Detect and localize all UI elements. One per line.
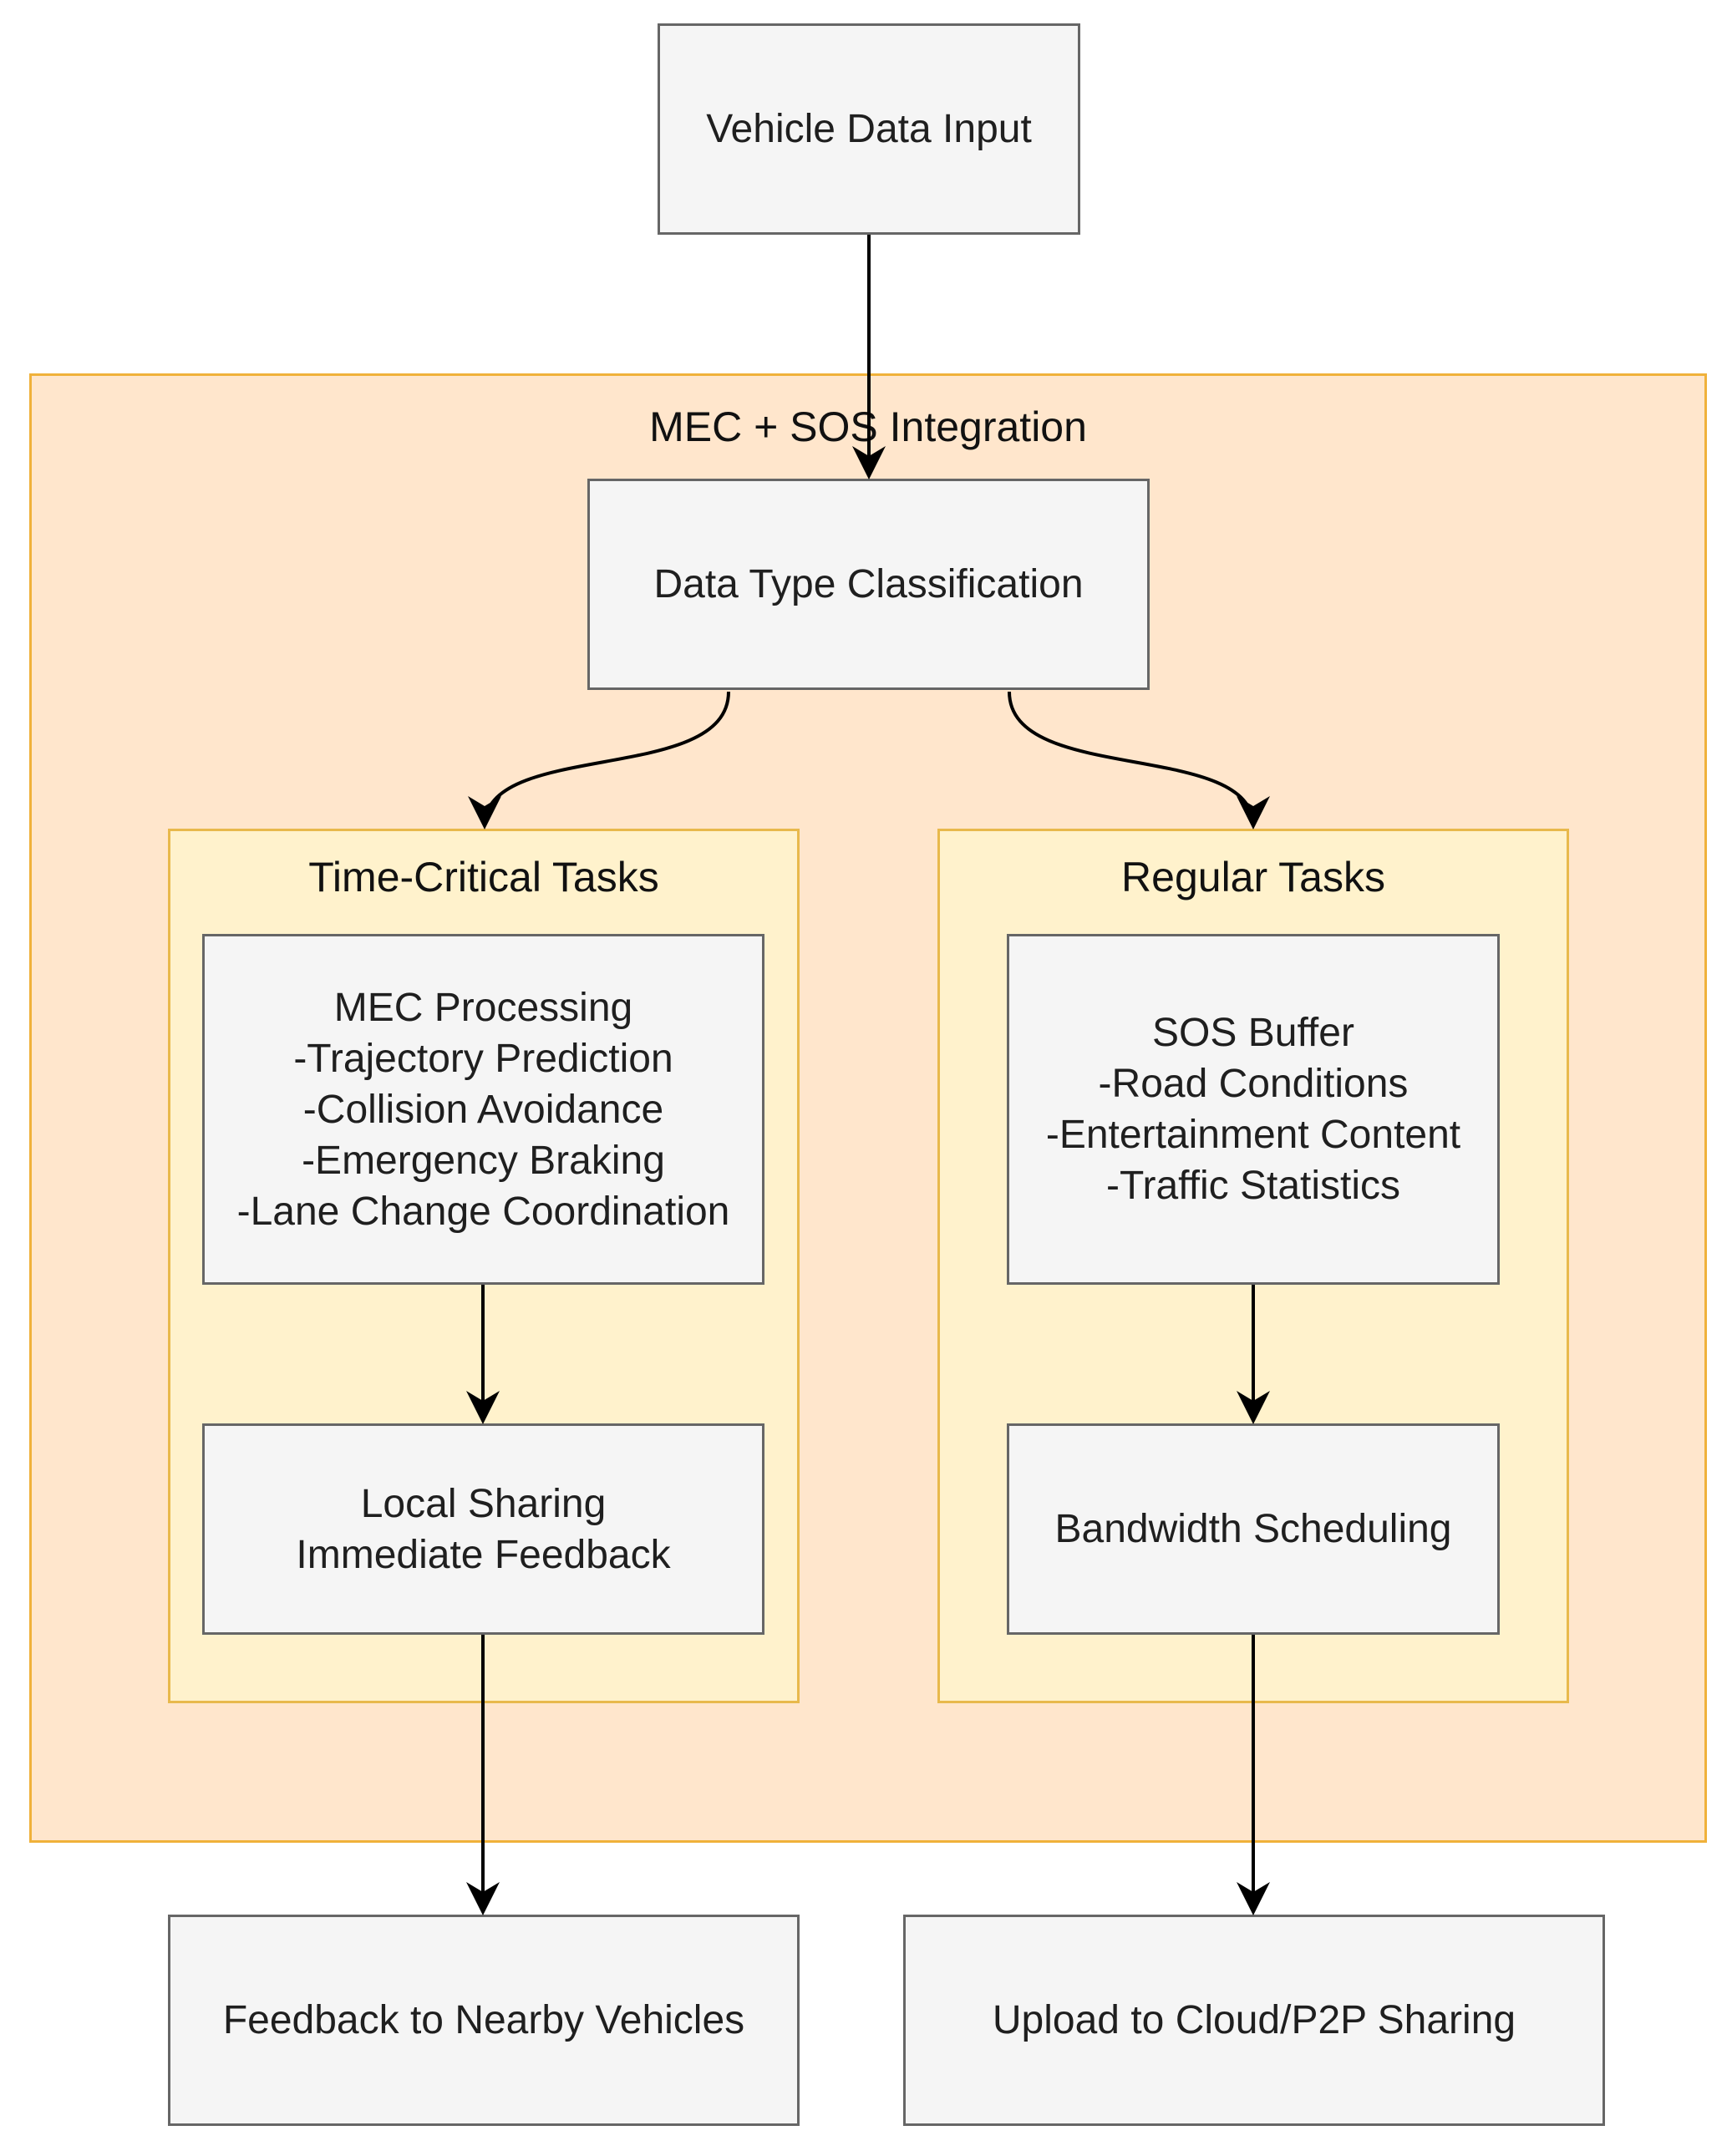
data-type-classification-node: Data Type Classification	[587, 479, 1150, 690]
local-sharing-line: Immediate Feedback	[296, 1532, 671, 1577]
mec-processing-line: -Emergency Braking	[302, 1138, 665, 1183]
mec-processing-text: MEC Processing -Trajectory Prediction -C…	[237, 982, 730, 1237]
mec-processing-line: -Collision Avoidance	[302, 1087, 664, 1132]
sos-buffer-line: -Road Conditions	[1098, 1062, 1409, 1106]
sos-buffer-node: SOS Buffer -Road Conditions -Entertainme…	[1007, 934, 1500, 1285]
local-sharing-node: Local Sharing Immediate Feedback	[202, 1423, 764, 1635]
data-type-classification-label: Data Type Classification	[653, 562, 1084, 606]
sos-buffer-line: -Entertainment Content	[1045, 1113, 1461, 1157]
mec-processing-line: -Trajectory Prediction	[293, 1036, 673, 1081]
upload-cloud-p2p-label: Upload to Cloud/P2P Sharing	[992, 1998, 1516, 2042]
vehicle-data-input-label: Vehicle Data Input	[706, 107, 1032, 151]
local-sharing-text: Local Sharing Immediate Feedback	[296, 1479, 670, 1580]
feedback-nearby-vehicles-node: Feedback to Nearby Vehicles	[168, 1915, 800, 2126]
feedback-nearby-vehicles-label: Feedback to Nearby Vehicles	[222, 1998, 745, 2042]
mec-processing-line: MEC Processing	[333, 985, 633, 1030]
sos-buffer-line: SOS Buffer	[1152, 1011, 1354, 1055]
arrow-classification-to-regular	[1008, 691, 1270, 829]
time-critical-group-label: Time-Critical Tasks	[308, 854, 659, 900]
mec-processing-line: -Lane Change Coordination	[236, 1189, 730, 1234]
bandwidth-scheduling-label: Bandwidth Scheduling	[1054, 1507, 1452, 1551]
vehicle-data-input-node: Vehicle Data Input	[658, 23, 1080, 235]
arrow-classification-to-time-critical	[468, 691, 730, 829]
upload-cloud-p2p-node: Upload to Cloud/P2P Sharing	[903, 1915, 1605, 2126]
regular-group-label: Regular Tasks	[1121, 854, 1385, 900]
local-sharing-line: Local Sharing	[360, 1481, 607, 1526]
sos-buffer-line: -Traffic Statistics	[1105, 1164, 1401, 1208]
mec-processing-node: MEC Processing -Trajectory Prediction -C…	[202, 934, 764, 1285]
sos-buffer-text: SOS Buffer -Road Conditions -Entertainme…	[1046, 1007, 1460, 1211]
bandwidth-scheduling-node: Bandwidth Scheduling	[1007, 1423, 1500, 1635]
